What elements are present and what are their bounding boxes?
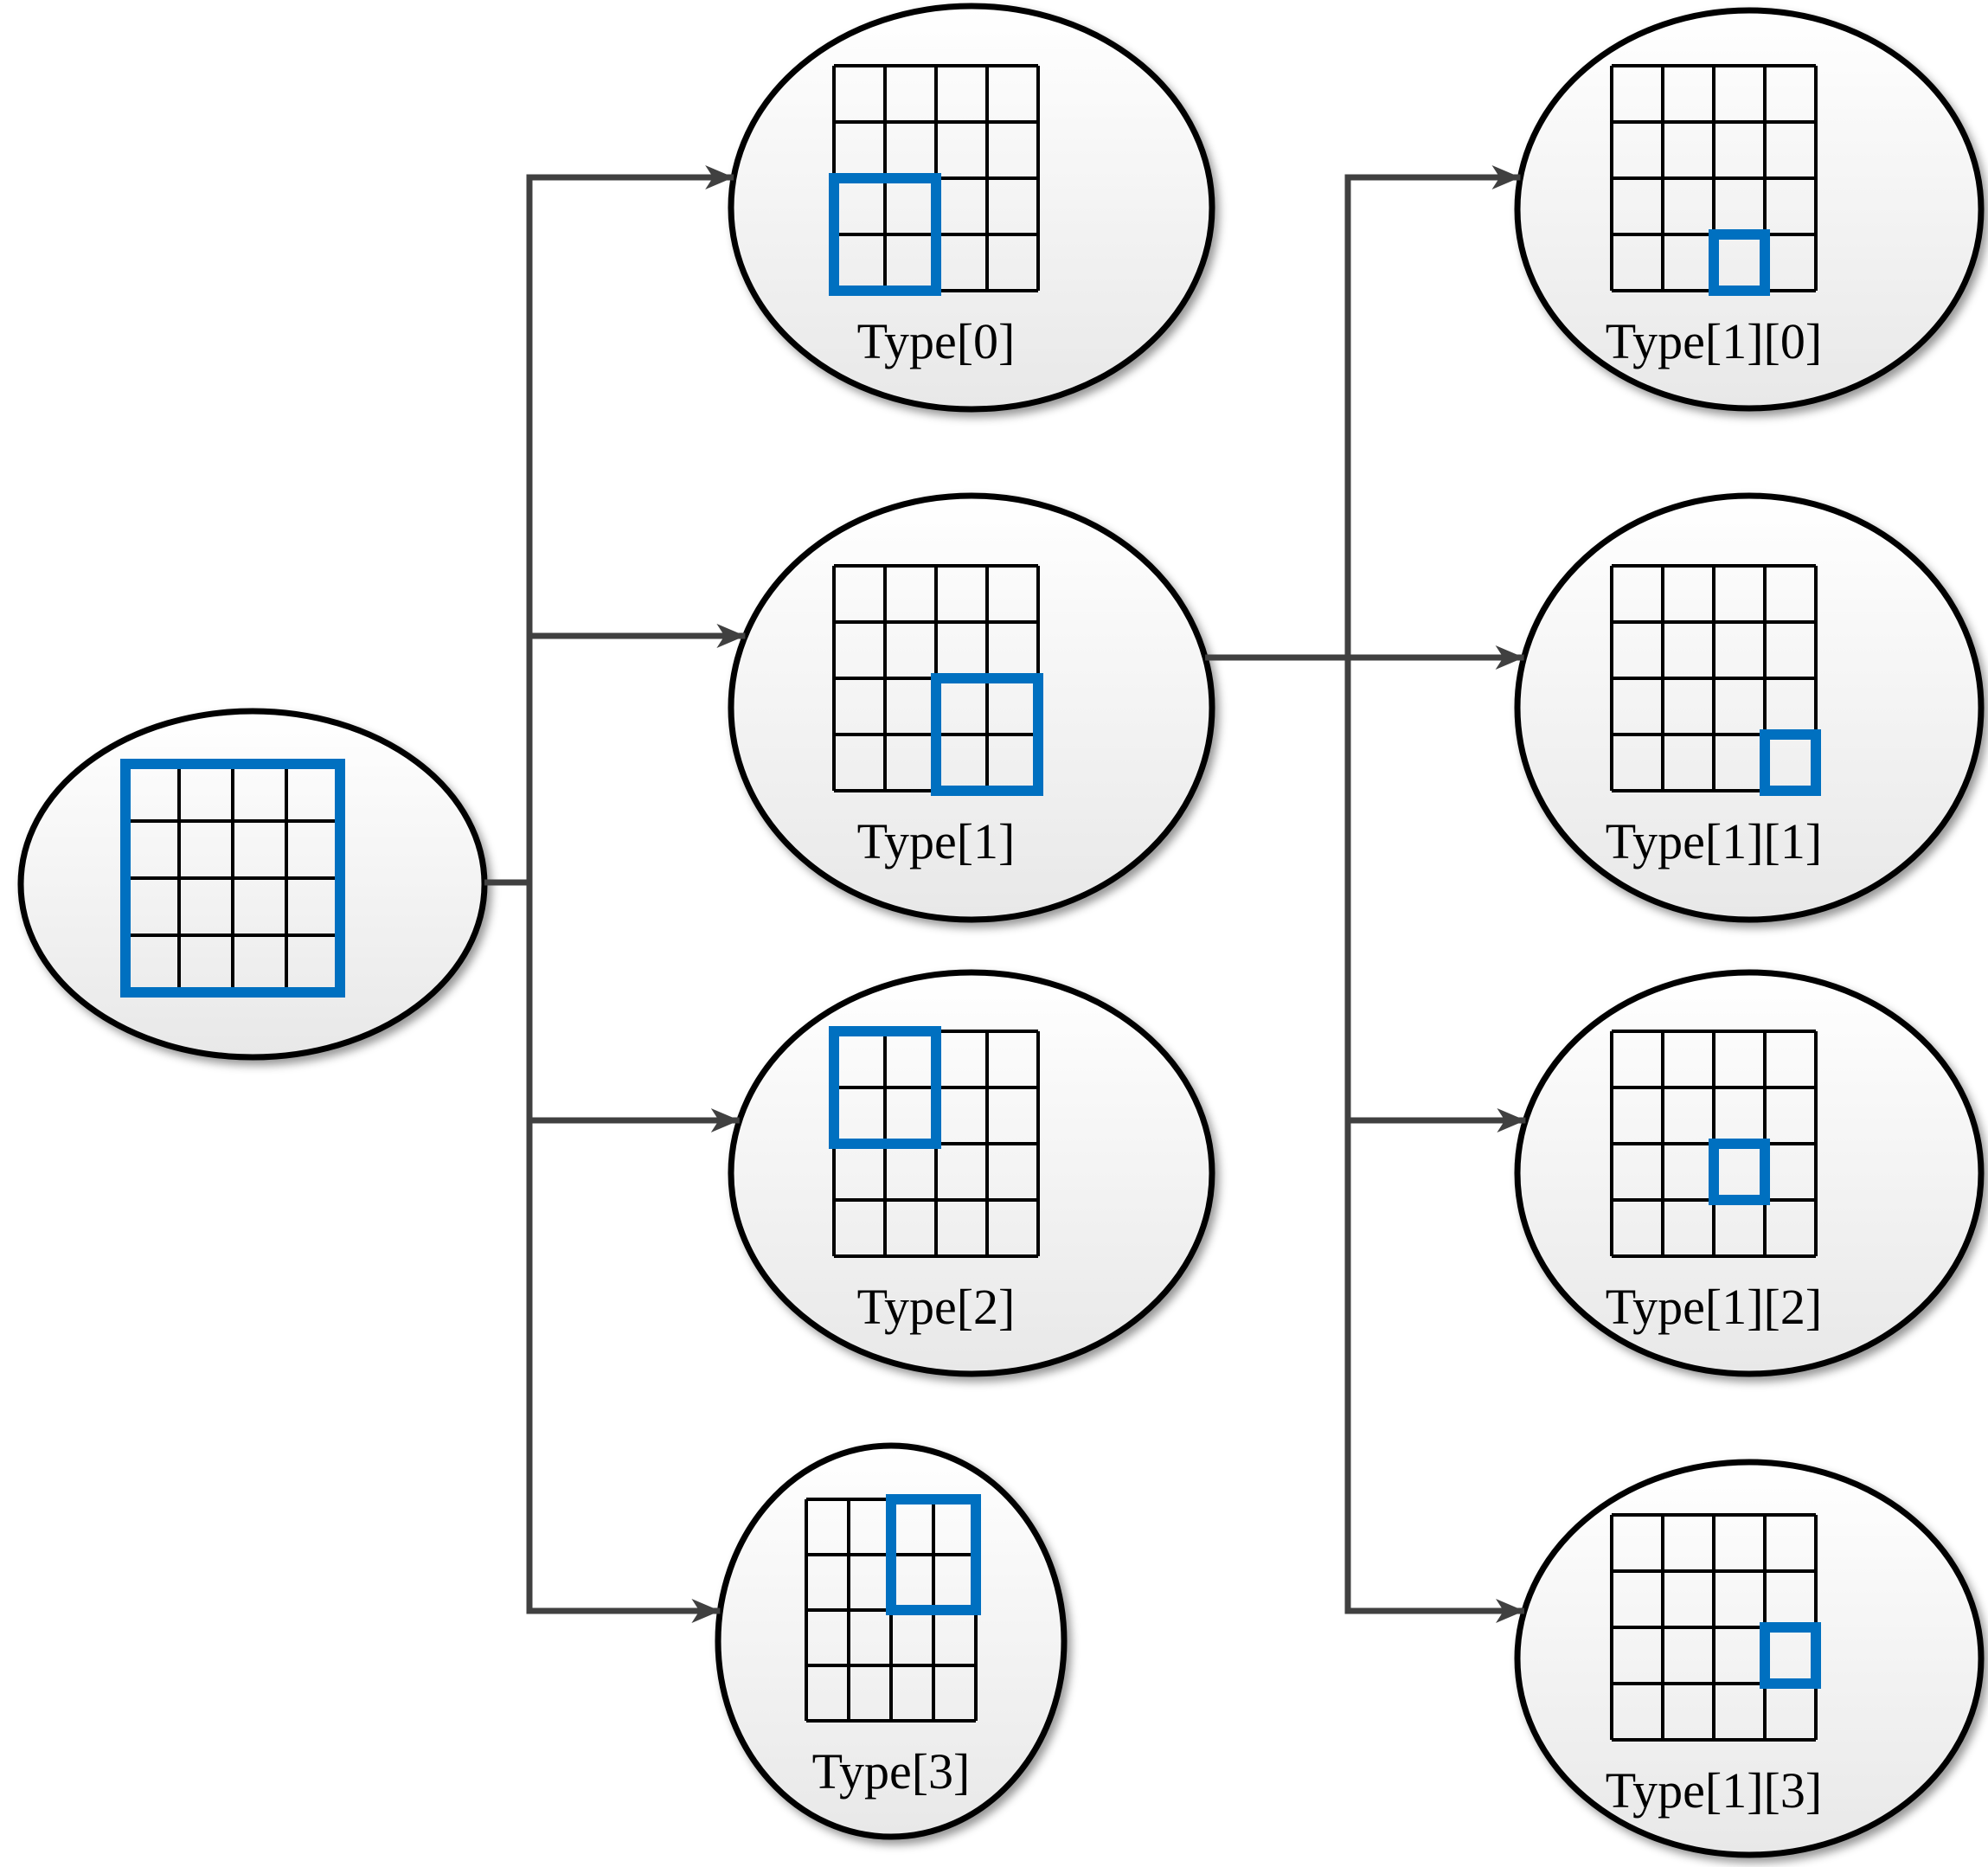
highlight-region-type-1-1	[1760, 729, 1821, 796]
highlight-region-type-1-3	[1760, 1622, 1821, 1689]
highlight-region-type-2	[829, 1026, 941, 1149]
node-type-2: Type[2]	[728, 969, 1215, 1377]
node-type-1-1: Type[1][1]	[1514, 492, 1985, 923]
highlight-region-type-1	[931, 673, 1043, 796]
connector-left	[484, 165, 746, 1623]
node-root	[17, 708, 488, 1061]
node-label-type-0: Type[0]	[857, 313, 1016, 369]
connector-trunk-left	[484, 177, 533, 1611]
node-type-1-2: Type[1][2]	[1514, 969, 1985, 1377]
node-label-type-1-3: Type[1][3]	[1606, 1762, 1822, 1819]
node-ellipse-type-1-2	[1514, 969, 1985, 1377]
node-ellipse-type-1-3	[1514, 1459, 1985, 1858]
node-label-type-1-0: Type[1][0]	[1606, 313, 1822, 369]
node-label-type-3: Type[3]	[812, 1743, 971, 1800]
connectors-layer	[484, 165, 1526, 1623]
node-ellipse-type-2	[728, 969, 1215, 1377]
node-type-1-0: Type[1][0]	[1514, 7, 1985, 412]
node-type-0: Type[0]	[728, 3, 1215, 413]
highlight-region-root	[120, 759, 345, 998]
node-ellipse-type-1-1	[1514, 492, 1985, 923]
node-label-type-2: Type[2]	[857, 1279, 1016, 1335]
node-ellipse-type-1-0	[1514, 7, 1985, 412]
node-type-3: Type[3]	[715, 1442, 1068, 1840]
node-grid-type-1-1	[1610, 564, 1818, 792]
highlight-region-type-1-2	[1709, 1139, 1770, 1205]
highlight-region-type-0	[829, 173, 941, 296]
node-ellipse-type-1	[728, 492, 1215, 923]
node-type-1-3: Type[1][3]	[1514, 1459, 1985, 1858]
node-label-type-1: Type[1]	[857, 813, 1016, 869]
node-label-type-1-1: Type[1][1]	[1606, 813, 1822, 869]
node-type-1: Type[1]	[728, 492, 1215, 923]
highlight-region-type-3	[886, 1494, 981, 1615]
highlight-region-type-1-0	[1709, 229, 1770, 296]
connector-right	[1205, 165, 1526, 1623]
nodes-layer: Type[0] Type[1] Type[2] Type[3] Type[1][0] Ty…	[17, 3, 1985, 1858]
node-label-type-1-2: Type[1][2]	[1606, 1279, 1822, 1335]
node-ellipse-type-0	[728, 3, 1215, 413]
connector-trunk-right	[1205, 177, 1351, 1611]
